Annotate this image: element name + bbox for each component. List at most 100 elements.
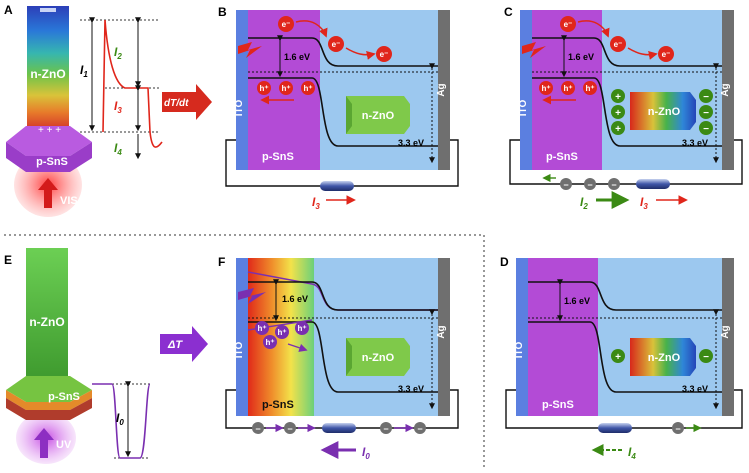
current-trace (102, 19, 163, 148)
minus-charge-3: − (699, 121, 713, 135)
panel-f: F ITO Ag p-SnS 1.6 eV 3.3 eV h⁺ h⁺ h⁺ h⁺… (218, 255, 459, 461)
minus-charge: − (699, 349, 713, 363)
electron-path-1 (295, 20, 328, 38)
base-plus-marks: + + + (38, 125, 61, 136)
zno-rod (346, 338, 410, 376)
i4-label: I4 (114, 141, 122, 157)
gap-large-label: 3.3 eV (682, 384, 708, 394)
panel-a: A n-ZnO + + + p-SnS VIS I1 I2 I3 I4 (4, 3, 163, 217)
ag-layer (438, 10, 450, 170)
ag-label: Ag (720, 325, 731, 338)
valence-band (532, 77, 722, 147)
hole-2: h⁺ (275, 325, 289, 339)
gap-small-label: 1.6 eV (284, 52, 310, 62)
current-label: I4 (628, 445, 636, 461)
svg-text:e⁻: e⁻ (380, 50, 389, 59)
zno-rod-face (346, 96, 352, 134)
ito-layer (516, 258, 528, 416)
deltaT-label: ΔT (167, 339, 183, 351)
svg-text:e⁻: e⁻ (662, 50, 671, 59)
zno-rod-face (346, 338, 352, 376)
current-a-label: I2 (580, 195, 588, 211)
plus-charge-1: + (611, 89, 625, 103)
snS-base-top (6, 126, 92, 156)
svg-text:−: − (255, 424, 260, 434)
ag-layer (438, 258, 450, 416)
zno-rod (26, 248, 68, 380)
electron-path-2 (627, 47, 658, 60)
base-bottom (6, 398, 92, 420)
current-label: I0 (362, 445, 370, 461)
rod-label: n-ZnO (30, 67, 65, 81)
lightning-icon (238, 288, 266, 304)
svg-text:+: + (615, 92, 621, 103)
ito-label: ITO (518, 100, 529, 117)
zno-label: n-ZnO (362, 352, 395, 364)
hole-2: h⁺ (561, 81, 575, 95)
psns-label: p-SnS (542, 399, 574, 411)
ag-label: Ag (720, 83, 731, 96)
electron-1: e⁻ (560, 16, 576, 32)
svg-text:−: − (675, 424, 680, 434)
plus-charge-2: + (611, 105, 625, 119)
zno-rod (630, 92, 696, 130)
hole-flow-arrow (287, 343, 308, 352)
base-label: p-SnS (48, 391, 80, 403)
psns-label: p-SnS (546, 151, 578, 163)
svg-text:h⁺: h⁺ (265, 338, 274, 347)
svg-text:−: − (417, 424, 422, 434)
svg-text:e⁻: e⁻ (332, 40, 341, 49)
base-mid (6, 390, 92, 410)
circuit-electron: − (672, 422, 684, 434)
snS-base-side (6, 142, 92, 172)
svg-text:−: − (287, 424, 292, 434)
gap-large-label: 3.3 eV (398, 138, 424, 148)
conduction-band (248, 37, 438, 67)
svg-text:−: − (383, 424, 388, 434)
svg-text:e⁻: e⁻ (564, 20, 573, 29)
panel-d-letter: D (500, 255, 509, 269)
zno-rod (630, 338, 696, 376)
i0-label: I0 (116, 411, 124, 427)
i1-label: I1 (80, 63, 88, 79)
ag-layer (722, 258, 734, 416)
hole-3: h⁺ (301, 81, 315, 95)
circuit-electron-3: − (380, 422, 392, 434)
hole-2: h⁺ (279, 81, 293, 95)
circuit-electron-2: − (584, 178, 596, 190)
current-b-label: I3 (640, 195, 648, 211)
svg-text:h⁺: h⁺ (277, 328, 286, 337)
circuit-electron-1: − (560, 178, 572, 190)
panel-c-letter: C (504, 5, 513, 19)
ito-layer (236, 258, 248, 416)
current-trace (92, 383, 151, 459)
zno-rod (346, 96, 410, 134)
svg-text:−: − (703, 352, 709, 363)
electron-path-2 (345, 47, 376, 60)
svg-text:e⁻: e⁻ (282, 20, 291, 29)
svg-text:h⁺: h⁺ (585, 84, 594, 93)
hole-1: h⁺ (255, 321, 269, 335)
ag-layer (722, 10, 734, 170)
svg-text:h⁺: h⁺ (259, 84, 268, 93)
external-circuit (509, 139, 743, 185)
light-label: VIS (60, 195, 78, 207)
resistor-icon (598, 423, 632, 433)
resistor-icon (636, 179, 670, 189)
circuit-electron-2: − (284, 422, 296, 434)
hole-1: h⁺ (257, 81, 271, 95)
uv-light-arrow (34, 428, 54, 458)
gap-small-label: 1.6 eV (564, 296, 590, 306)
circuit-electron-1: − (252, 422, 264, 434)
panel-e-letter: E (4, 253, 12, 267)
svg-text:−: − (563, 180, 568, 190)
ito-layer (520, 10, 532, 170)
svg-text:h⁺: h⁺ (257, 324, 266, 333)
conduction-band (532, 37, 722, 67)
zno-label: n-ZnO (362, 110, 395, 122)
panel-b: B ITO Ag p-SnS 1.6 eV 3.3 eV e⁻ e⁻ e⁻ h⁺… (218, 5, 459, 211)
panel-d: D ITO Ag p-SnS 1.6 eV 3.3 eV + n-ZnO − −… (500, 255, 743, 461)
gap-large-label: 3.3 eV (398, 384, 424, 394)
electron-3: e⁻ (658, 46, 674, 62)
svg-text:+: + (615, 352, 621, 363)
